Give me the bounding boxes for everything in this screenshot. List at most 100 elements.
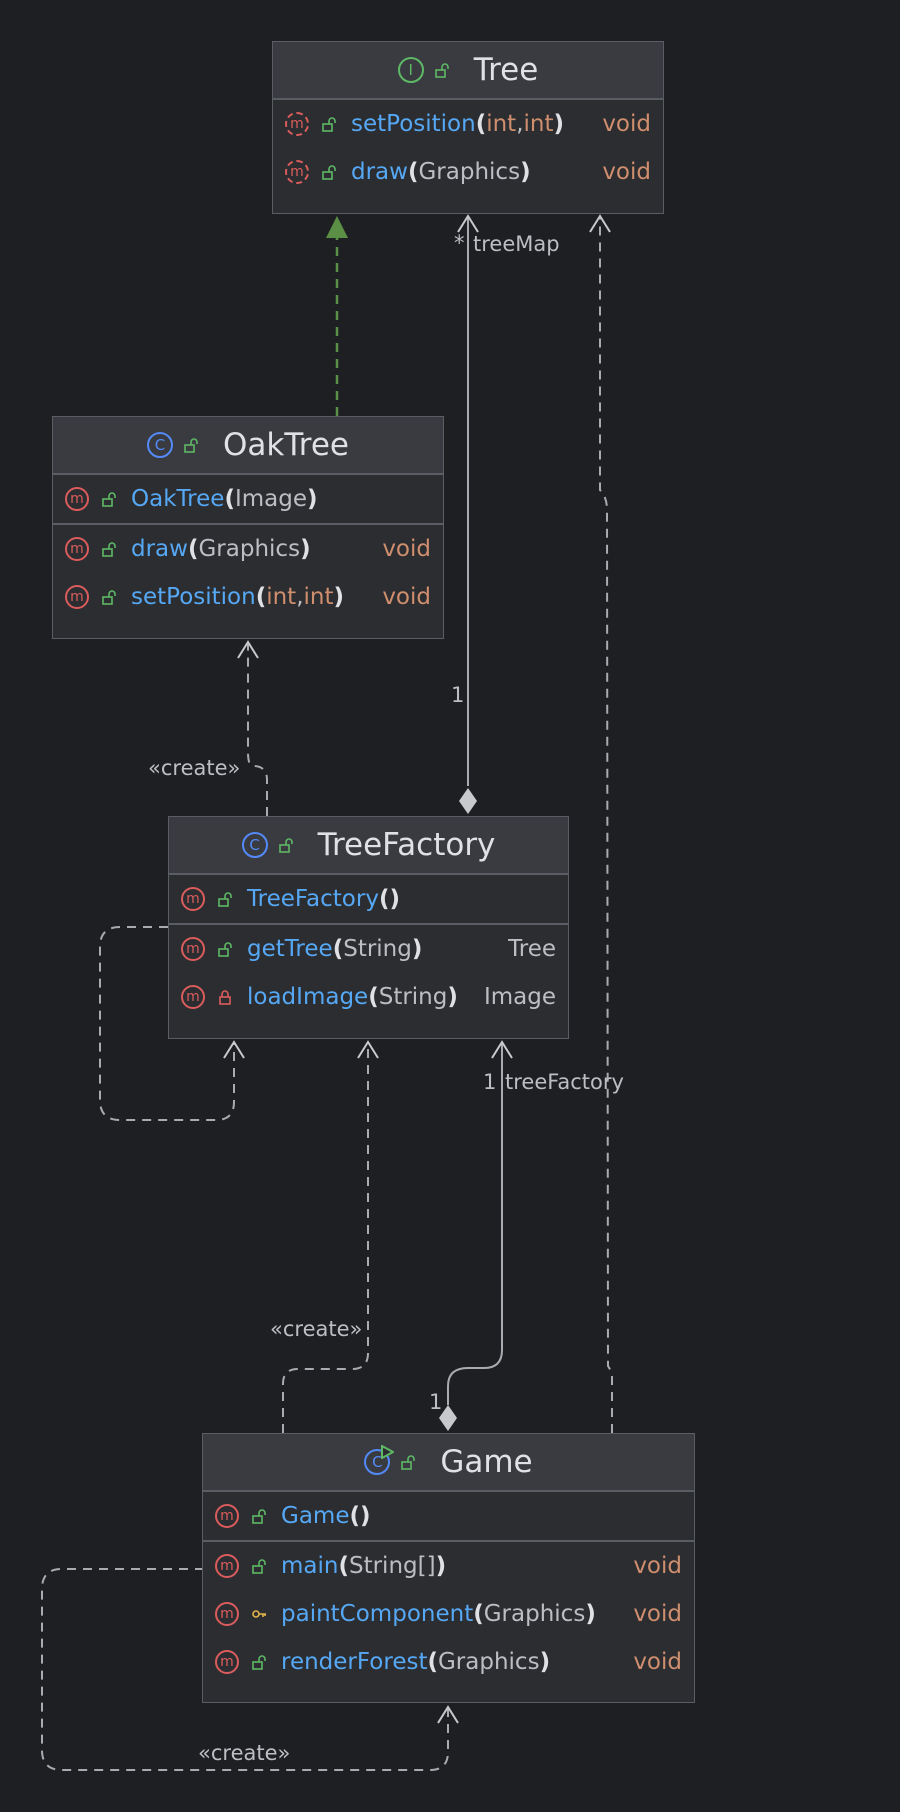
create-factory-open-arrow — [357, 1040, 379, 1059]
public-unlock-icon — [252, 1509, 266, 1524]
oaktree-method-setposition[interactable]: m setPosition(int, int) void — [53, 573, 443, 621]
composition-edge-treefactory[interactable] — [447, 1042, 503, 1405]
treefactory-one-multiplicity: 1 — [483, 1070, 496, 1094]
public-unlock-icon — [218, 942, 232, 957]
return-type: void — [602, 159, 651, 185]
method-icon: m — [65, 487, 89, 511]
param-type: int — [486, 111, 517, 137]
game-side-one-multiplicity: 1 — [429, 1390, 442, 1414]
param-type: String[] — [348, 1553, 436, 1579]
create-game-label: «create» — [198, 1741, 290, 1765]
method-name: setPosition — [131, 584, 256, 610]
method-icon: m — [215, 1602, 239, 1626]
public-unlock-icon — [401, 1455, 416, 1470]
param-type: int — [303, 584, 334, 610]
game-method-paintcomponent[interactable]: m paintComponent(Graphics) void — [203, 1590, 694, 1638]
oaktree-header: C OakTree — [53, 417, 443, 475]
param-type: Graphics — [418, 159, 521, 185]
method-name: getTree — [247, 936, 333, 962]
method-name: Game — [281, 1503, 350, 1529]
tree-class-name: Tree — [473, 52, 539, 88]
param-type: String — [378, 984, 448, 1010]
create-edge-game-factory[interactable] — [282, 1042, 369, 1433]
treefactory-open-arrow — [491, 1040, 513, 1059]
method-name: draw — [131, 536, 188, 562]
return-type: Image — [483, 984, 556, 1010]
public-unlock-icon — [102, 590, 116, 605]
tree-method-draw[interactable]: m draw(Graphics) void — [273, 148, 663, 196]
game-class-name: Game — [440, 1444, 533, 1480]
method-icon: m — [181, 887, 205, 911]
game-method-main[interactable]: m main(String[]) void — [203, 1542, 694, 1590]
section-divider — [53, 523, 443, 525]
oaktree-method-draw[interactable]: m draw(Graphics) void — [53, 525, 443, 573]
public-unlock-icon — [434, 63, 449, 78]
param-type: Graphics — [483, 1601, 586, 1627]
treefactory-method-loadimage[interactable]: m loadImage(String) Image — [169, 973, 568, 1021]
section-divider — [203, 1540, 694, 1542]
method-icon: m — [65, 585, 89, 609]
runnable-class-icon: C — [364, 1445, 395, 1475]
method-icon: m — [181, 985, 205, 1009]
game-constructor[interactable]: m Game() — [203, 1492, 694, 1540]
treefactory-header: C TreeFactory — [169, 817, 568, 875]
public-unlock-icon — [322, 165, 336, 180]
interface-icon: I — [397, 57, 424, 83]
public-unlock-icon — [218, 892, 232, 907]
method-name: loadImage — [247, 984, 369, 1010]
create-game-open-arrow — [437, 1705, 459, 1724]
abstract-method-icon: m — [285, 160, 309, 184]
return-type: void — [633, 1601, 682, 1627]
param-type: Graphics — [437, 1649, 540, 1675]
game-method-renderforest[interactable]: m renderForest(Graphics) void — [203, 1638, 694, 1686]
game-class-box[interactable]: C Game m Game() m main(String[]) void m … — [202, 1433, 695, 1703]
treemap-open-arrow — [457, 214, 479, 233]
treemap-many-multiplicity: * — [454, 231, 465, 255]
return-type: void — [602, 111, 651, 137]
method-name: TreeFactory — [247, 886, 379, 912]
treemap-one-multiplicity: 1 — [451, 683, 464, 707]
param-type: int — [266, 584, 297, 610]
create-factory-label: «create» — [270, 1317, 362, 1341]
param-type: Image — [234, 486, 307, 512]
oaktree-constructor[interactable]: m OakTree(Image) — [53, 475, 443, 523]
private-lock-icon — [219, 990, 231, 1005]
return-type: Tree — [508, 936, 556, 962]
method-name: draw — [351, 159, 408, 185]
treefactory-composition-diamond — [439, 1405, 457, 1431]
param-type: String — [343, 936, 412, 962]
create-edge-factory-oaktree[interactable] — [247, 642, 268, 816]
treefactory-class-name: TreeFactory — [317, 827, 496, 863]
return-type: void — [633, 1649, 682, 1675]
game-header: C Game — [203, 1434, 694, 1492]
create-oak-open-arrow — [237, 640, 259, 659]
dependency-edge-game-tree[interactable] — [599, 216, 613, 1433]
method-icon: m — [215, 1650, 239, 1674]
class-icon: C — [147, 432, 174, 458]
create-self-open-arrow — [223, 1040, 245, 1059]
method-name: main — [281, 1553, 339, 1579]
method-icon: m — [215, 1504, 239, 1528]
treefactory-class-box[interactable]: C TreeFactory m TreeFactory() m getTree(… — [168, 816, 569, 1039]
treemap-role-label: treeMap — [473, 232, 560, 256]
method-icon: m — [65, 537, 89, 561]
class-icon: C — [241, 832, 268, 858]
param-type: int — [523, 111, 554, 137]
static-method-icon: m — [215, 1554, 239, 1578]
dependency-tree-open-arrow — [589, 214, 611, 233]
oaktree-class-box[interactable]: C OakTree m OakTree(Image) m draw(Graphi… — [52, 416, 444, 639]
public-unlock-icon — [102, 492, 116, 507]
tree-header: I Tree — [273, 42, 663, 100]
treemap-composition-diamond — [459, 788, 477, 814]
tree-method-setposition[interactable]: m setPosition(int, int) void — [273, 100, 663, 148]
public-unlock-icon — [278, 838, 293, 853]
public-unlock-icon — [252, 1655, 266, 1670]
public-unlock-icon — [252, 1559, 266, 1574]
tree-interface-box[interactable]: I Tree m setPosition(int, int) void m dr… — [272, 41, 664, 214]
treefactory-method-gettree[interactable]: m getTree(String) Tree — [169, 925, 568, 973]
return-type: void — [382, 536, 431, 562]
method-name: OakTree — [131, 486, 225, 512]
treefactory-constructor[interactable]: m TreeFactory() — [169, 875, 568, 923]
protected-key-icon — [252, 1610, 266, 1618]
